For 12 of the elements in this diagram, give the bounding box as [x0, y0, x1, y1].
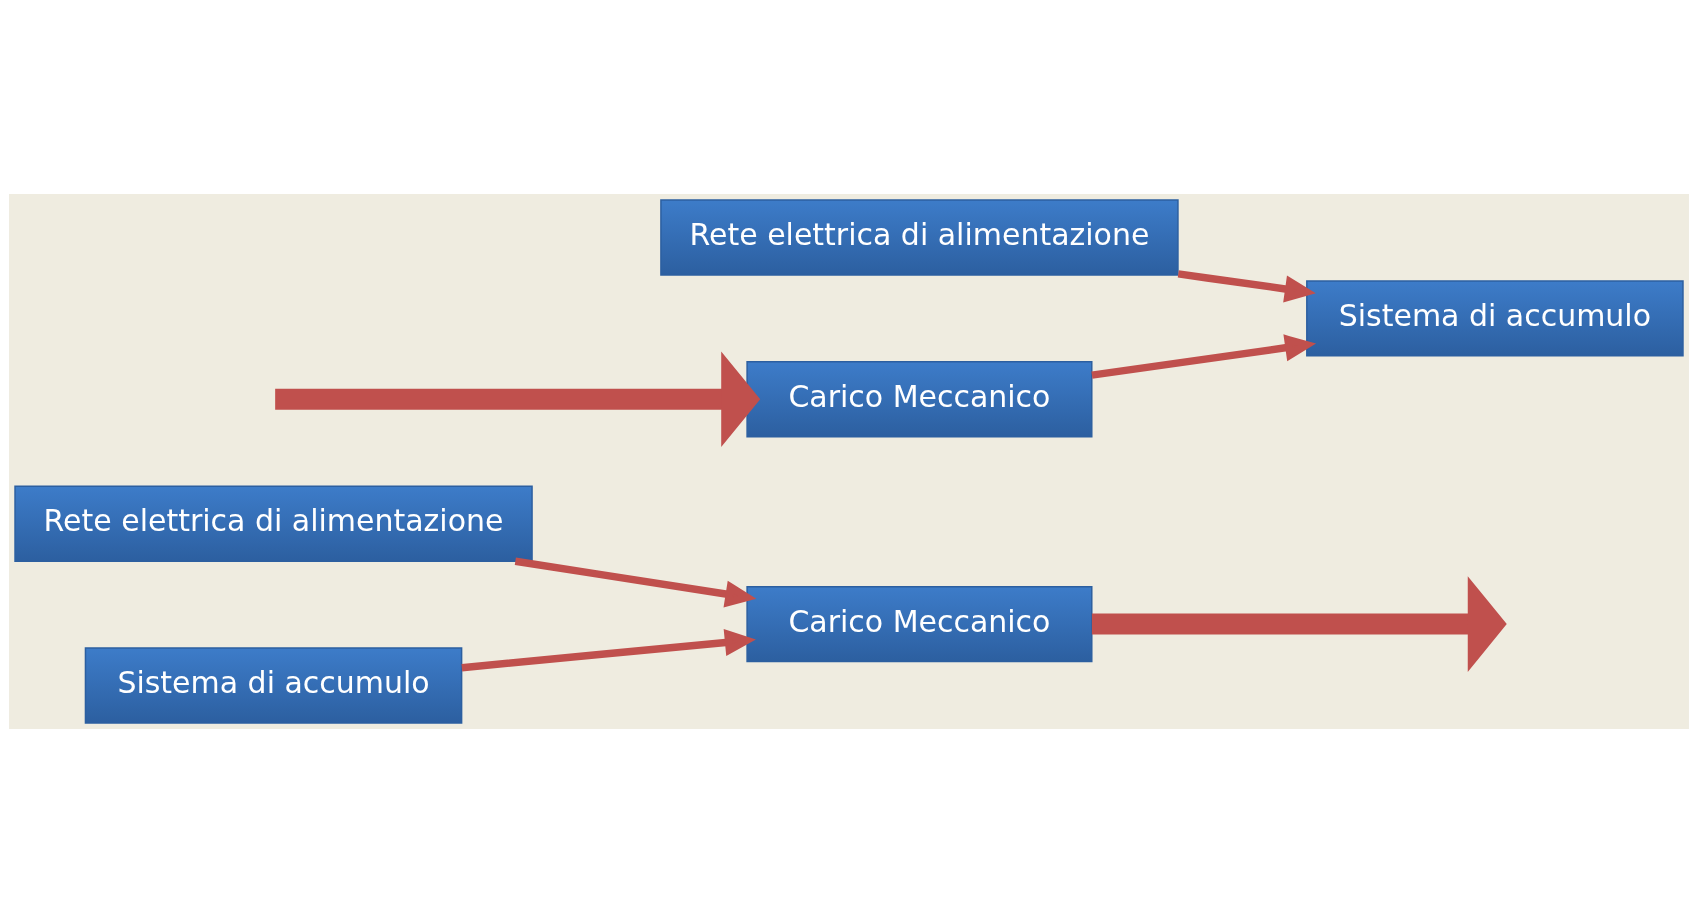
node-box: Sistema di accumulo: [1306, 280, 1684, 357]
arrow: [461, 629, 756, 672]
arrow: [1177, 270, 1316, 303]
arrow: [1091, 576, 1507, 672]
arrow: [514, 557, 757, 608]
arrow: [275, 351, 761, 448]
node-box: Rete elettrica di alimentazione: [14, 485, 533, 562]
node-box: Sistema di accumulo: [84, 647, 463, 724]
node-box: Rete elettrica di alimentazione: [660, 199, 1179, 276]
node-box: Carico Meccanico: [746, 585, 1093, 663]
arrow: [1091, 334, 1317, 379]
node-box: Carico Meccanico: [746, 361, 1093, 438]
